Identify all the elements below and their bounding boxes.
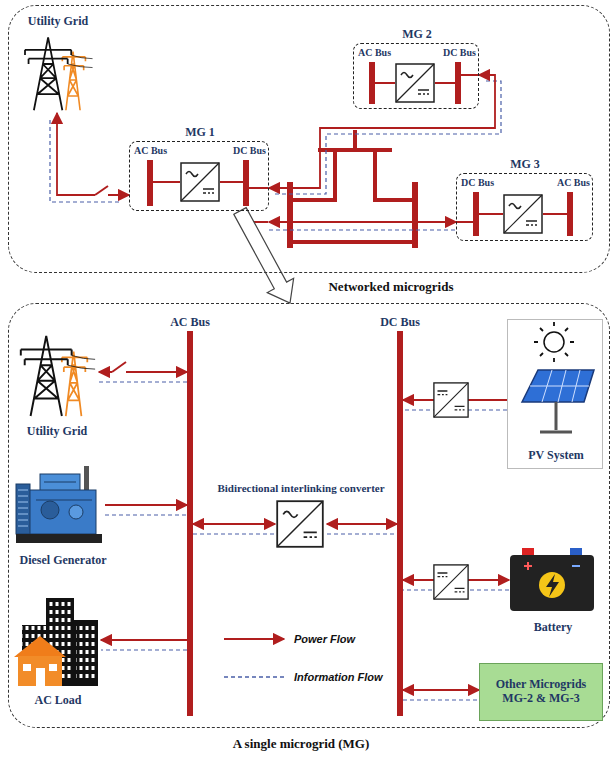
converter-icon <box>434 383 468 417</box>
information-line <box>99 381 187 382</box>
flow-connector <box>403 690 479 700</box>
node-label: MG 3 <box>510 158 540 172</box>
legend-item: Power Flow <box>222 632 355 646</box>
flow-connector <box>105 505 187 515</box>
legend-sample <box>222 632 288 646</box>
zoom-arrow <box>234 208 294 303</box>
power-line <box>57 113 129 195</box>
information-line <box>275 81 501 194</box>
node-label: Diesel Generator <box>20 554 107 568</box>
power-line <box>101 639 187 641</box>
power-line <box>105 504 187 506</box>
node-label: A single microgrid (MG) <box>233 737 370 752</box>
tower-icon <box>21 336 95 416</box>
bus-bar: DC Bus <box>397 331 403 716</box>
information-line <box>269 229 456 230</box>
network-bars <box>287 182 418 248</box>
bus-label: AC Bus <box>358 47 391 59</box>
flow-connector <box>269 222 456 230</box>
pv-icon <box>522 322 594 432</box>
flow-connector <box>269 75 501 194</box>
diesel-generator-icon <box>16 466 102 543</box>
bus-label: AC Bus <box>557 177 590 189</box>
bus-label: DC Bus <box>461 177 494 189</box>
load-icon: AC Load <box>15 596 101 688</box>
building-icon <box>14 598 98 686</box>
microgrid-box: MG 3DC BusAC Bus <box>456 173 593 241</box>
power-line <box>269 221 456 223</box>
converter-icon <box>396 64 434 102</box>
converter-icon <box>277 501 323 547</box>
bus-label: DC Bus <box>443 47 476 59</box>
legend-label: Information Flow <box>294 671 383 683</box>
converter-icon <box>181 163 219 201</box>
converter-box: Bidirectional interlinking converter <box>275 501 327 549</box>
grid-icon: Utility Grid <box>15 331 99 419</box>
group-panel: AC BusDC BusUtility GridDiesel Generator… <box>8 303 610 728</box>
battery-box: Battery <box>509 549 597 615</box>
microgrid-box: MG 1AC BusDC Bus <box>129 141 269 211</box>
flow-connector <box>50 113 129 202</box>
pv-box: PV System <box>507 319 603 469</box>
grid-icon: Utility Grid <box>19 33 97 113</box>
microgrid-link-box: Other Microgrids MG-2 & MG-3 <box>479 663 603 721</box>
power-line <box>269 75 495 188</box>
node-label: Other Microgrids MG-2 & MG-3 <box>486 678 596 706</box>
battery-icon <box>510 548 594 611</box>
power-line <box>403 689 479 691</box>
power-line <box>193 523 275 525</box>
information-line <box>105 514 187 515</box>
information-line <box>193 533 275 534</box>
node-label: DC Bus <box>380 316 420 330</box>
node-label: Utility Grid <box>27 425 87 439</box>
node-label: Utility Grid <box>28 15 88 29</box>
information-line <box>50 120 122 202</box>
node-label: PV System <box>528 449 583 463</box>
legend-sample <box>222 670 288 684</box>
flow-connector <box>327 524 397 534</box>
bus-label: DC Bus <box>233 145 266 157</box>
node-label: Bidirectional interlinking converter <box>206 482 396 495</box>
node-label: AC Load <box>34 694 81 708</box>
converter-icon <box>504 195 542 233</box>
power-line <box>327 523 397 525</box>
node-label: Networked microgrids <box>328 280 453 295</box>
switch-symbol <box>95 186 126 375</box>
information-line <box>403 699 479 700</box>
information-line <box>101 649 187 650</box>
bus-label: AC Bus <box>134 145 167 157</box>
group-panel: Utility GridMG 1AC BusDC BusMG 2AC BusDC… <box>8 5 610 273</box>
node-label: Battery <box>534 621 573 635</box>
generator-icon: Diesel Generator <box>13 466 105 548</box>
flow-connector <box>234 208 294 303</box>
converter-icon <box>434 565 468 599</box>
microgrid-box: MG 2AC BusDC Bus <box>353 43 479 109</box>
information-line <box>327 533 397 534</box>
flow-connector <box>101 640 187 650</box>
node-label: MG 1 <box>185 126 215 140</box>
bus-bar: AC Bus <box>187 331 193 716</box>
tower-icon <box>25 37 93 110</box>
flow-connector <box>193 524 275 534</box>
legend-label: Power Flow <box>294 633 355 645</box>
node-label: AC Bus <box>170 316 210 330</box>
network-lines <box>290 130 415 242</box>
node-label: MG 2 <box>402 28 432 42</box>
legend-item: Information Flow <box>222 670 383 684</box>
